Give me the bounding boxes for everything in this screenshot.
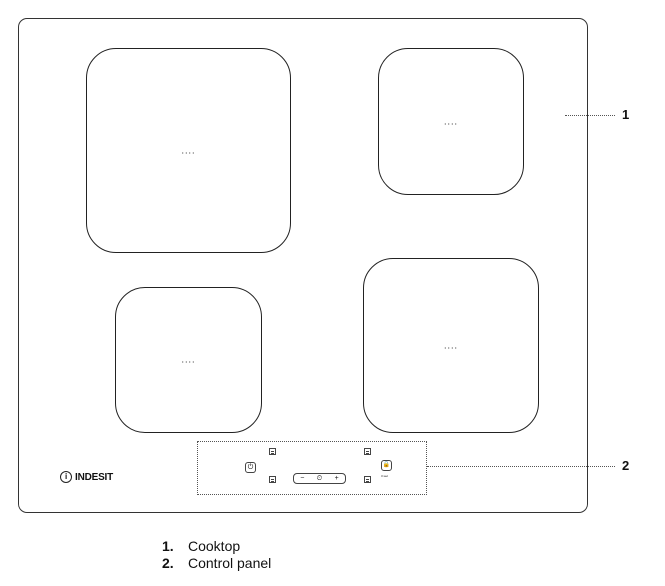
brand-logo-icon: i [60,471,72,483]
brand-logo: i INDESIT [60,471,113,483]
timer-icon[interactable]: ⏲ [316,474,323,482]
cooking-zone-top-right: .... [378,48,524,195]
legend-label: Control panel [188,555,272,571]
zone-indicator: .... [181,145,196,155]
zone-indicator: .... [443,340,459,350]
legend-label: Cooktop [188,538,241,554]
callout-leader-1 [565,115,615,116]
zone-select-key-bottom-left[interactable] [269,476,276,483]
callout-number-1: 1 [622,107,630,122]
zone-indicator: .... [181,354,196,365]
zone-select-key-top-left[interactable] [269,448,276,455]
plus-icon[interactable]: + [334,475,339,482]
zone-select-key-bottom-right[interactable] [364,476,371,483]
zone-indicator: .... [443,116,459,126]
power-button[interactable]: ⏻ [245,462,256,473]
cooking-zone-bottom-right: .... [363,258,539,433]
cooking-zone-top-left: .... [86,48,291,253]
lock-button[interactable]: 🔒 [381,460,392,471]
control-panel [197,441,427,495]
brand-name: INDESIT [75,471,114,483]
callout-leader-2 [427,466,615,467]
legend-item: 1. Cooktop [162,538,271,555]
cooking-zone-bottom-left: .... [115,287,262,433]
minus-icon[interactable]: − [300,475,305,482]
callout-number-2: 2 [622,458,630,473]
power-level-slider[interactable]: − ⏲ + [293,473,346,484]
legend-number: 1. [162,538,174,554]
lock-label: 3 sec [381,474,389,478]
legend-item: 2. Control panel [162,555,271,572]
cooktop-outline [18,18,588,513]
legend-number: 2. [162,555,174,571]
zone-select-key-top-right[interactable] [364,448,371,455]
legend: 1. Cooktop 2. Control panel [162,538,271,572]
